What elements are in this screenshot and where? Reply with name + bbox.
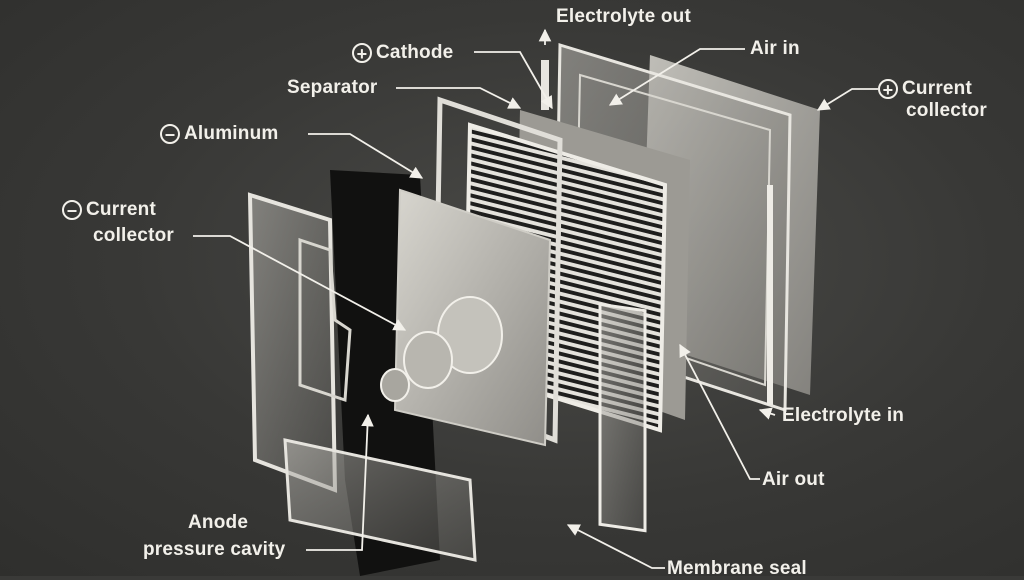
label-aluminum: −Aluminum <box>160 123 279 145</box>
label-electrolyte-out: Electrolyte out <box>556 6 691 27</box>
label-negative-current-collector: −Current <box>62 199 156 221</box>
label-positive-current-collector: +Current <box>878 78 972 100</box>
label-cathode: +Cathode <box>352 42 453 64</box>
plus-sign-icon: + <box>352 43 372 64</box>
label-air-in: Air in <box>750 38 800 59</box>
aluminum-anode-plate <box>380 188 552 447</box>
label-anode-pressure-cavity-line2: pressure cavity <box>143 539 286 560</box>
label-electrolyte-in: Electrolyte in <box>782 405 905 426</box>
label-negative-current-collector-line2: collector <box>93 225 174 246</box>
label-text: Aluminum <box>184 123 279 144</box>
label-text: Current <box>902 78 973 99</box>
label-separator: Separator <box>287 77 378 98</box>
plus-sign-icon: + <box>878 79 898 100</box>
label-positive-current-collector-line2: collector <box>906 100 987 121</box>
label-cathode-text: Cathode <box>376 42 454 63</box>
leader-lines <box>193 28 878 569</box>
label-text: Current <box>86 199 157 220</box>
label-membrane-seal: Membrane seal <box>667 558 807 579</box>
anode-pressure-frame <box>247 192 477 562</box>
label-anode-pressure-cavity: Anode <box>188 512 249 533</box>
minus-sign-icon: − <box>160 124 180 145</box>
label-air-out: Air out <box>762 469 825 490</box>
minus-sign-icon: − <box>62 200 82 221</box>
